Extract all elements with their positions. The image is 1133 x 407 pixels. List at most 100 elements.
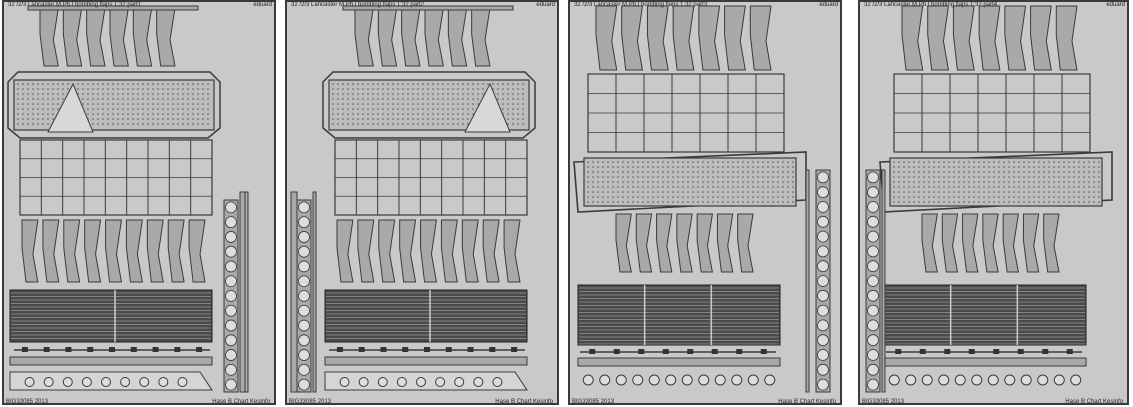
flap-part bbox=[656, 213, 673, 273]
flap-part bbox=[146, 219, 164, 283]
fret-credit: Hase B Chart Kesinfo bbox=[495, 399, 553, 405]
flap-part bbox=[378, 219, 396, 283]
ring-part bbox=[62, 377, 73, 387]
long-bar bbox=[805, 169, 810, 393]
flap-part bbox=[952, 5, 975, 71]
perforated-band bbox=[13, 79, 215, 131]
fret-panel-4: 32 /2/3 Lancaster M.Pb.I bombing flaps 1… bbox=[856, 0, 1131, 407]
flap-part bbox=[646, 5, 669, 71]
ring-part bbox=[416, 377, 426, 387]
ring-part bbox=[377, 377, 388, 387]
flap-part bbox=[1043, 213, 1060, 273]
brand-logo: eduard bbox=[1106, 2, 1125, 8]
ring-part bbox=[987, 374, 999, 386]
ring-part bbox=[396, 377, 407, 387]
flap-part bbox=[84, 219, 102, 283]
ring-part bbox=[101, 377, 111, 387]
fret-panel-1: 32 /2/3 Lancaster M.Pb.I bombing flaps 1… bbox=[0, 0, 278, 407]
fret-panel-3: 32 /2/3 Lancaster M.Pb.I bombing flaps 1… bbox=[566, 0, 844, 407]
flap-part bbox=[927, 5, 950, 71]
ring-part bbox=[177, 377, 188, 387]
fret-parts-1 bbox=[7, 5, 249, 393]
flap-part bbox=[461, 219, 479, 283]
flap-part bbox=[471, 7, 491, 67]
flap-part bbox=[357, 219, 375, 283]
flap-part bbox=[901, 5, 924, 71]
flap-part bbox=[1030, 5, 1052, 71]
flap-part bbox=[982, 213, 999, 273]
flap-part bbox=[132, 7, 153, 67]
flap-part bbox=[749, 5, 772, 71]
flap-part bbox=[401, 7, 421, 67]
flap-part bbox=[978, 5, 1001, 71]
flap-part bbox=[125, 219, 143, 283]
long-bar bbox=[881, 169, 886, 393]
long-bar bbox=[290, 191, 298, 393]
ring-part bbox=[954, 374, 966, 386]
flap-part bbox=[336, 219, 354, 283]
flap-part bbox=[167, 219, 185, 283]
ring-part bbox=[339, 377, 350, 387]
fret-code: BIG33085 2013 bbox=[289, 399, 332, 405]
ring-part bbox=[681, 374, 693, 386]
flap-part bbox=[188, 219, 206, 283]
flap-part bbox=[63, 219, 81, 283]
hinge-strip bbox=[883, 357, 1087, 367]
flap-part bbox=[696, 213, 714, 273]
ring-part bbox=[921, 374, 933, 386]
top-rail bbox=[27, 5, 199, 11]
flap-part bbox=[1002, 213, 1020, 273]
flap-part bbox=[39, 7, 59, 67]
ring-part bbox=[120, 377, 131, 387]
hinge-strip bbox=[577, 357, 781, 367]
ring-part bbox=[473, 377, 484, 387]
flap-part bbox=[42, 219, 60, 283]
ring-part bbox=[938, 374, 950, 386]
flap-part bbox=[86, 7, 106, 67]
flap-part bbox=[941, 213, 959, 273]
flap-part bbox=[676, 213, 693, 273]
flap-part bbox=[635, 213, 653, 273]
fret-header: 32 /2/3 Lancaster M.Pb.I bombing flaps 1… bbox=[864, 2, 998, 8]
flap-part bbox=[354, 7, 374, 67]
fret-header: 32 /2/3 Lancaster M.Pb.I bombing flaps 1… bbox=[8, 2, 142, 8]
ring-part bbox=[1004, 374, 1016, 386]
flap-part bbox=[482, 219, 500, 283]
hopper-outline bbox=[322, 71, 536, 139]
flap-part bbox=[1055, 5, 1078, 71]
ring-part bbox=[731, 374, 743, 386]
top-rail bbox=[342, 5, 514, 11]
ring-part bbox=[1020, 374, 1032, 386]
slat-panel bbox=[577, 284, 781, 346]
ring-part bbox=[971, 374, 983, 386]
ring-part bbox=[1053, 374, 1065, 386]
long-bar bbox=[244, 191, 249, 393]
fret-credit: Hase B Chart Kesinfo bbox=[1065, 399, 1123, 405]
fret-parts-4 bbox=[865, 5, 1113, 393]
flap-part bbox=[921, 213, 938, 273]
flap-part bbox=[672, 5, 695, 71]
ring-part bbox=[905, 374, 917, 386]
brand-logo: eduard bbox=[819, 2, 838, 8]
fret-credit: Hase B Chart Kesinfo bbox=[212, 399, 270, 405]
fret-code: BIG33085 2013 bbox=[862, 399, 905, 405]
fret-code: BIG33085 2013 bbox=[572, 399, 615, 405]
fret-header: 32 /2/3 Lancaster M.Pb.I bombing flaps 1… bbox=[291, 2, 425, 8]
slat-panel bbox=[883, 284, 1087, 346]
perforated-band bbox=[889, 157, 1103, 207]
flap-part bbox=[1004, 5, 1027, 71]
ring-part bbox=[632, 374, 644, 386]
ring-part bbox=[81, 377, 92, 387]
flap-part bbox=[615, 213, 632, 273]
flap-part bbox=[420, 219, 438, 283]
perforated-band bbox=[583, 157, 797, 207]
ring-part bbox=[764, 374, 776, 386]
long-bar bbox=[312, 191, 317, 393]
flap-part bbox=[440, 219, 458, 283]
slat-panel bbox=[324, 289, 528, 343]
ring-part bbox=[698, 374, 710, 386]
flap-part bbox=[716, 213, 734, 273]
flap-part bbox=[621, 5, 644, 71]
flap-part bbox=[1022, 213, 1040, 273]
fret-credit: Hase B Chart Kesinfo bbox=[778, 399, 836, 405]
